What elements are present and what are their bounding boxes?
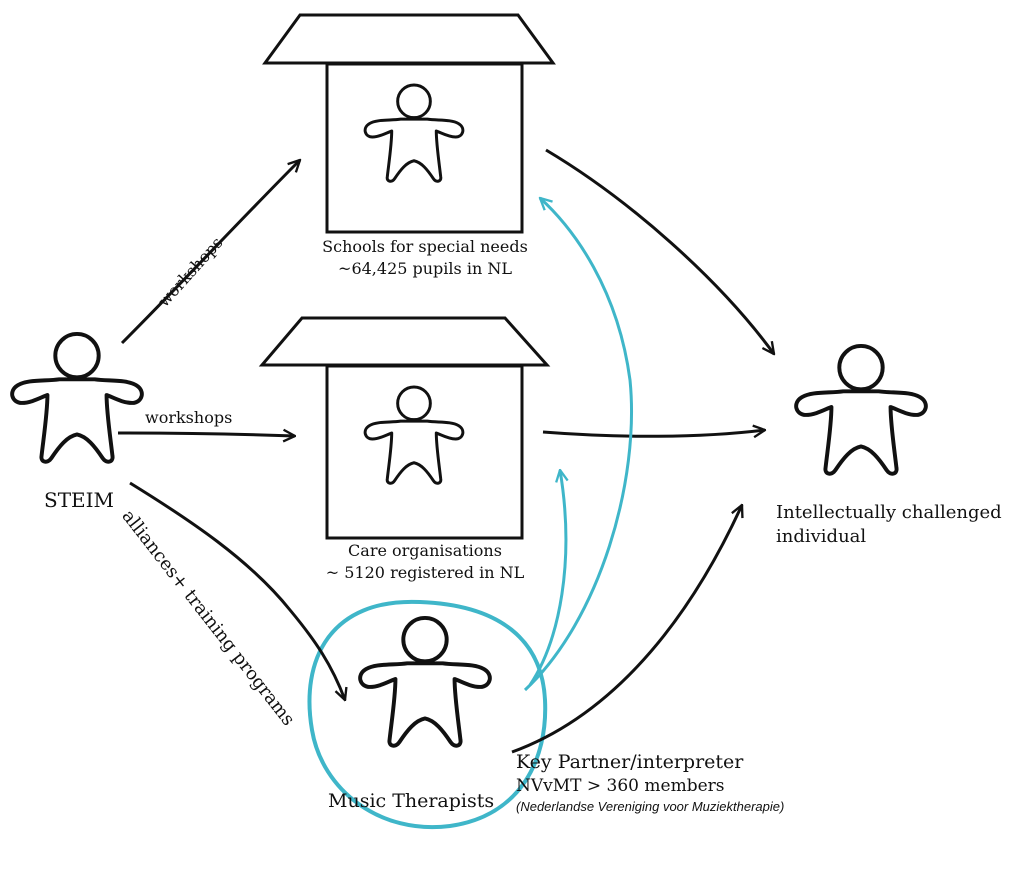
arrow-care-to-individual [542,430,765,436]
edge-label-steim-care: workshops [145,408,233,427]
schools-label: Schools for special needs ~64,425 pupils… [300,236,550,280]
arrow-therapists-to-schools [523,198,634,692]
individual-label: Intellectually challenged individual [776,501,1002,549]
arrow-therapists-to-individual [511,505,742,754]
individual-label-line2: individual [776,526,867,547]
care-label: Care organisations ~ 5120 registered in … [300,540,550,584]
individual-label-line1: Intellectually challenged [776,502,1002,523]
therapists-org: (Nederlandse Vereniging voor Muziekthera… [516,799,785,814]
therapists-label: Music Therapists [328,790,495,812]
schools-label-line2: ~64,425 pupils in NL [338,259,512,278]
therapists-person-icon [358,615,492,748]
steim-person-icon [10,331,144,464]
therapists-members: NVvMT > 360 members [516,776,725,796]
therapists-highlight-circle [307,599,548,830]
arrow-schools-to-individual [545,148,774,354]
steim-label: STEIM [44,488,115,512]
individual-person-icon [794,343,928,476]
therapists-role: Key Partner/interpreter [516,751,744,773]
arrow-steim-to-therapists [129,481,345,700]
arrow-steim-to-care [117,433,295,436]
care-label-line1: Care organisations [348,541,502,560]
therapists-details: Key Partner/interpreter NVvMT > 360 memb… [516,750,784,816]
care-label-line2: ~ 5120 registered in NL [325,563,525,582]
arrow-therapists-to-care [528,470,566,686]
arrow-steim-to-schools [120,160,300,345]
schools-label-line1: Schools for special needs [322,237,528,256]
